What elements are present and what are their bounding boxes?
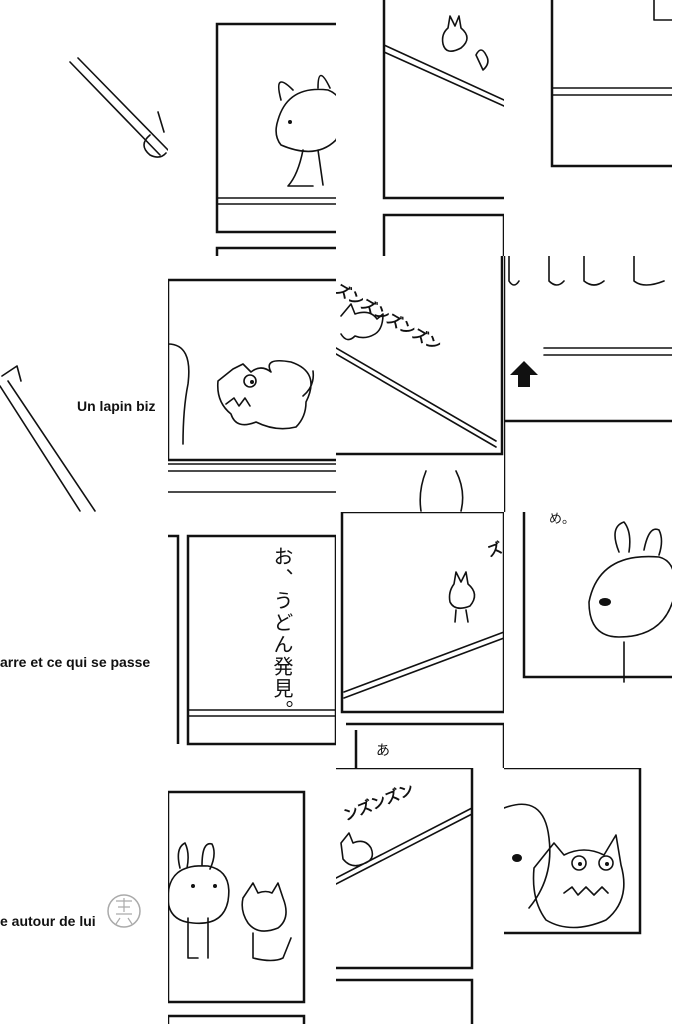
- udon-panel: [168, 534, 336, 746]
- zunzun-panel-2: [336, 768, 474, 1024]
- dialogue-a: あ: [376, 743, 390, 759]
- tile-zunzun: ズンズンズンズン: [336, 256, 504, 512]
- dialogue-udon: お、うどん発見。: [270, 546, 294, 722]
- tile-title-2: arre et ce qui se passe: [0, 512, 168, 768]
- tile-rabbit-walking: [168, 0, 336, 256]
- tile-rabbit-walking-2: ズ あ 73: [336, 512, 504, 768]
- tile-rabbit-face: め。: [504, 512, 672, 768]
- seal-stamp-icon: [107, 894, 141, 928]
- slope-panel: [382, 0, 504, 256]
- tile-udon: お、うどん発見。: [168, 512, 336, 768]
- zunzun-panel: [336, 256, 504, 512]
- up-arrow-icon: [510, 361, 538, 387]
- tile-pole: [0, 0, 168, 256]
- cat-panel: [168, 278, 336, 493]
- rabbit-cat-panel: [168, 790, 306, 1024]
- tile-rabbit-slope: [336, 0, 504, 256]
- tile-arrow: [504, 256, 672, 512]
- pole-drawing: [69, 57, 168, 158]
- tile-title-1: Un lapin biz: [0, 256, 168, 512]
- title-line-1: Un lapin biz: [77, 398, 156, 414]
- tile-rabbit-cat: [168, 768, 336, 1024]
- face-panel: [522, 512, 672, 683]
- title-line-2: arre et ce qui se passe: [0, 654, 151, 670]
- tile-top-right: [504, 0, 672, 256]
- floor-panel: [550, 0, 672, 168]
- tile-zunzun-2: ンズンズン: [336, 768, 504, 1024]
- arrow-panel: [504, 256, 672, 512]
- pole-drawing: [0, 365, 96, 512]
- title-line-3: e autour de lui: [0, 913, 96, 929]
- rabbit-slope-panel: [340, 512, 504, 768]
- tile-title-3: e autour de lui: [0, 768, 168, 1024]
- tile-cat-monster: [168, 256, 336, 512]
- tile-rabbit-cat-closeup: [504, 768, 672, 1024]
- rabbit-panel: [215, 22, 336, 256]
- dialogue-me: め。: [549, 512, 576, 527]
- closeup-panel: [504, 768, 642, 935]
